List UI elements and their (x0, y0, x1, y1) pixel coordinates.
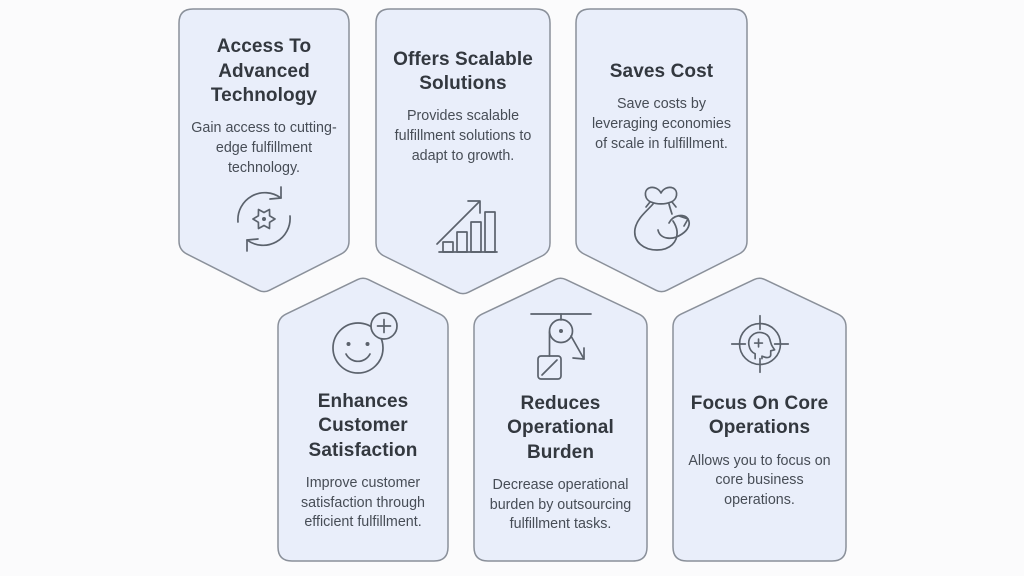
card-body: Save costs by leveraging economies of sc… (591, 96, 732, 152)
smiley-plus-icon (322, 306, 404, 380)
pulley-icon (521, 306, 601, 382)
card-body: Allows you to focus on core business ope… (688, 452, 831, 509)
growth-chart-icon (375, 188, 551, 258)
focus-head-icon (720, 306, 800, 382)
card-access-advanced-technology: Access To Advanced Technology Gain acces… (178, 8, 350, 294)
card-title: Saves Cost (609, 60, 714, 82)
card-body: Provides scalable fulfillment solutions … (394, 108, 532, 164)
card-title: Enhances Customer Satisfaction (308, 391, 418, 461)
money-bag-icon (575, 178, 748, 256)
card-title: Focus On Core Operations (690, 393, 829, 439)
card-title: Access To Advanced Technology (210, 36, 318, 107)
card-focus-on-core-operations: Focus On Core Operations Allows you to f… (672, 276, 847, 562)
card-offers-scalable-solutions: Offers Scalable Solutions Provides scala… (375, 8, 551, 296)
card-title: Offers Scalable Solutions (393, 48, 533, 94)
card-body: Gain access to cutting-edge fulfillment … (191, 120, 337, 176)
sync-gear-icon (178, 178, 350, 256)
card-saves-cost: Saves Cost Save costs by leveraging econ… (575, 8, 748, 294)
card-enhances-customer-satisfaction: Enhances Customer Satisfaction Improve c… (277, 276, 449, 562)
card-reduces-operational-burden: Reduces Operational Burden Decrease oper… (473, 276, 648, 562)
card-title: Reduces Operational Burden (507, 393, 614, 463)
card-body: Improve customer satisfaction through ef… (301, 474, 425, 531)
card-body: Decrease operational burden by outsourci… (489, 476, 632, 533)
